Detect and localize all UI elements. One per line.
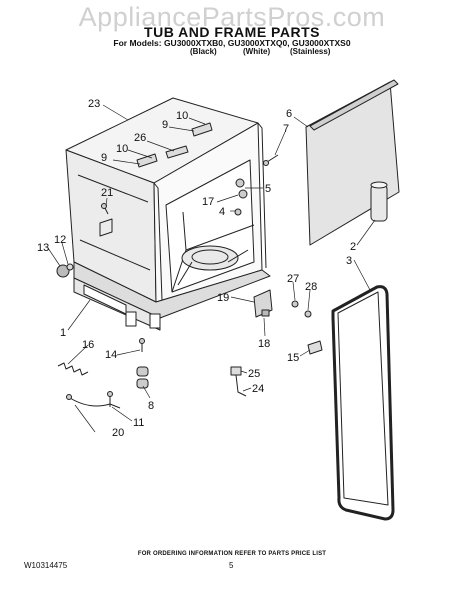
callout-8: 8 <box>148 400 154 412</box>
roller-part <box>370 181 388 222</box>
callout-1: 1 <box>60 327 66 339</box>
callout-25: 25 <box>248 368 260 380</box>
tub-gasket <box>331 285 395 521</box>
callout-11: 11 <box>133 417 144 429</box>
callout-13: 13 <box>37 242 49 254</box>
finish-black: (Black) <box>190 47 217 56</box>
callout-10-upper: 10 <box>176 110 188 122</box>
page-number: 5 <box>229 561 234 570</box>
callout-19: 19 <box>217 292 229 304</box>
document-number: W10314475 <box>24 561 68 570</box>
callout-23: 23 <box>88 98 100 110</box>
callout-12: 12 <box>54 234 66 246</box>
callout-24: 24 <box>252 383 264 395</box>
models-line: For Models: GU3000XTXB0, GU3000XTXQ0, GU… <box>113 38 351 48</box>
callout-27: 27 <box>287 273 299 285</box>
callout-3: 3 <box>346 255 352 267</box>
ordering-note: FOR ORDERING INFORMATION REFER TO PARTS … <box>137 551 327 557</box>
callout-15: 15 <box>287 352 299 364</box>
callout-2: 2 <box>350 241 356 253</box>
callout-21: 21 <box>101 187 113 199</box>
callout-17: 17 <box>202 196 214 208</box>
callout-7: 7 <box>283 123 289 135</box>
callout-14: 14 <box>105 349 117 361</box>
callout-20: 20 <box>112 427 124 439</box>
callout-4: 4 <box>219 206 225 218</box>
callout-16: 16 <box>82 339 94 351</box>
leader-lines <box>47 104 376 433</box>
callout-5: 5 <box>265 183 271 195</box>
callout-28: 28 <box>305 281 317 293</box>
callout-9-upper: 9 <box>162 119 168 131</box>
callout-labels: 23 10 9 26 10 9 21 6 7 5 17 4 2 3 27 28 … <box>37 98 356 439</box>
callout-26: 26 <box>134 132 146 144</box>
small-parts <box>56 154 323 409</box>
tub-assembly <box>65 97 267 303</box>
base-frame <box>73 261 271 331</box>
callout-18: 18 <box>258 338 270 350</box>
watermark: AppliancePartsPros.com <box>78 2 386 32</box>
page-title: TUB AND FRAME PARTS <box>144 24 320 40</box>
callout-10-lower: 10 <box>116 143 128 155</box>
callout-6: 6 <box>286 108 292 120</box>
callout-9-lower: 9 <box>101 152 107 164</box>
finish-white: (White) <box>243 47 271 56</box>
finish-stainless: (Stainless) <box>290 47 331 56</box>
